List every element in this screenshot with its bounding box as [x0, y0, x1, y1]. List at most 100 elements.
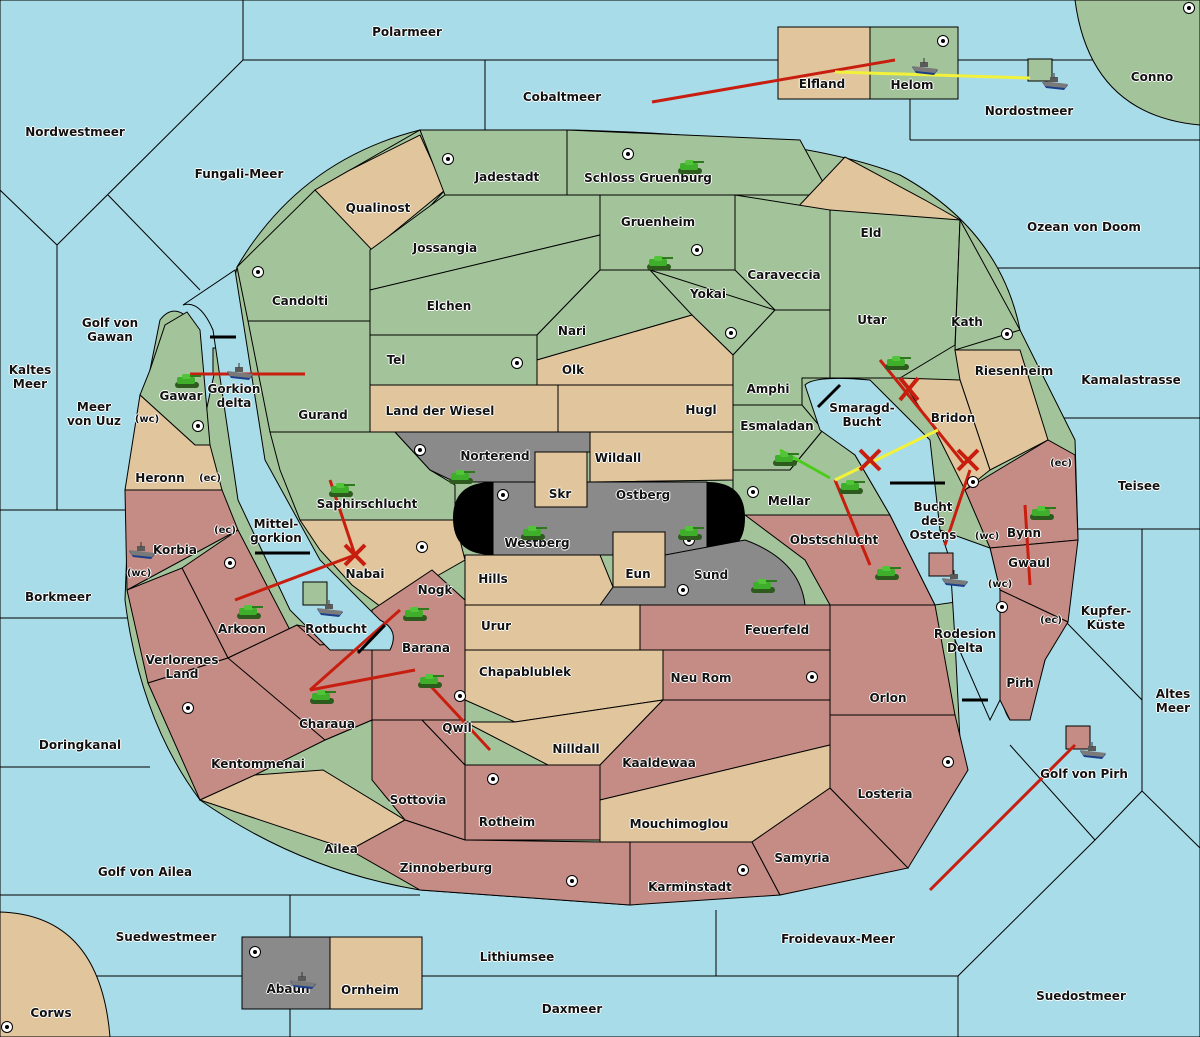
coast-label: (wc): [134, 414, 160, 425]
supply-center-icon: [677, 584, 689, 596]
land-label: Obstschlucht: [789, 533, 879, 547]
land-obstschlucht[interactable]: [743, 514, 936, 606]
order-charaua-nogk: [309, 608, 401, 692]
sea-label: Nordwestmeer: [25, 125, 125, 139]
land-ailea[interactable]: [198, 769, 406, 851]
order-utar-bridon: [878, 359, 967, 466]
land-label: Gwaul: [1008, 556, 1050, 570]
land-label: Caraveccia: [747, 268, 821, 282]
supply-center-icon: [487, 773, 499, 785]
land-label: Nabai: [345, 567, 385, 581]
land-label: Land der Wiesel: [385, 404, 495, 418]
convoy-links: [210, 335, 988, 702]
sea-border: [1066, 622, 1143, 701]
support-nordostmeer: [834, 70, 1031, 80]
land-label: Neu Rom: [670, 671, 732, 685]
land-label: Riesenheim: [974, 364, 1054, 378]
land-label: Heronn: [135, 471, 185, 485]
sea-border: [56, 59, 244, 246]
land-label: Qwil: [442, 721, 472, 735]
land-corws[interactable]: [0, 911, 111, 1037]
supply-center-icon: [967, 476, 979, 488]
sea-label: Rotbucht: [305, 622, 367, 636]
land-bucht-marker: [928, 552, 954, 577]
land-heronn[interactable]: [124, 394, 223, 491]
land-label: Ostberg: [615, 488, 671, 502]
land-utar[interactable]: [829, 209, 961, 379]
sea-label: Bucht des Ostens: [909, 500, 957, 542]
coast-label: (ec): [1050, 458, 1072, 469]
land-label: Orlon: [869, 691, 907, 705]
land-ornheim[interactable]: [329, 936, 423, 1010]
order-arkoon-nabai: [234, 553, 356, 602]
land-label: Westberg: [504, 536, 570, 550]
land-label: Utar: [857, 313, 887, 327]
sea-western-channel[interactable]: [182, 269, 394, 651]
supply-center-icon: [996, 601, 1008, 613]
land-label: Eld: [860, 226, 882, 240]
land-label: Esmaladan: [740, 419, 814, 433]
land-bynn[interactable]: [964, 439, 1079, 549]
land-label: Karminstadt: [648, 880, 732, 894]
land-label: Tel: [386, 353, 406, 367]
sea-label: Borkmeer: [25, 590, 91, 604]
sea-label: Polarmeer: [372, 25, 442, 39]
land-elfland[interactable]: [777, 26, 871, 100]
cross-smaragd: [858, 448, 882, 472]
land-label: Bynn: [1006, 526, 1042, 540]
land-label: Amphi: [746, 382, 790, 396]
sea-label: Cobaltmeer: [522, 90, 602, 104]
coast-label: (wc): [974, 531, 1000, 542]
sea-label: Fungali-Meer: [194, 167, 284, 181]
land-jadestadt[interactable]: [419, 129, 568, 196]
land-label: Conno: [1130, 70, 1174, 84]
supply-center-icon: [192, 420, 204, 432]
failed-order-markers: [343, 376, 980, 567]
land-pirh[interactable]: [989, 589, 1069, 721]
land-label: Barana: [402, 641, 450, 655]
land-label: Rotheim: [478, 815, 536, 829]
impassable-east: [707, 482, 745, 555]
land-label: Kentommenai: [211, 757, 305, 771]
supply-center-icon: [566, 875, 578, 887]
land-label: Jadestadt: [474, 170, 540, 184]
land-label: Korbia: [152, 543, 198, 557]
sea-label: Kamalastrasse: [1081, 373, 1181, 387]
land-label: Wildall: [594, 451, 642, 465]
land-label: Hills: [478, 572, 508, 586]
supply-center-icon: [497, 489, 509, 501]
supply-center-icon: [454, 690, 466, 702]
land-conno[interactable]: [1074, 0, 1200, 126]
land-label: Gurand: [298, 408, 348, 422]
land-label: Eun: [625, 567, 651, 581]
sea-label: Daxmeer: [541, 1002, 603, 1016]
land-label: Elfland: [798, 77, 846, 91]
sea-label: Gorkion delta: [207, 382, 261, 410]
supply-center-icon: [1183, 2, 1195, 14]
coast-label: (wc): [126, 568, 152, 579]
supply-center-icon: [182, 702, 194, 714]
land-label: Hugl: [685, 403, 717, 417]
sea-label: Golf von Ailea: [97, 865, 193, 879]
land-label: Norterend: [460, 449, 530, 463]
land-label: Kath: [951, 315, 983, 329]
land-wildall[interactable]: [589, 431, 734, 483]
land-hills[interactable]: [464, 554, 614, 606]
land-label: Nilldall: [552, 742, 600, 756]
land-kath[interactable]: [954, 218, 1021, 351]
sea-smaragd-bucht[interactable]: [804, 377, 971, 606]
sea-border: [1009, 744, 1200, 849]
land-qwil[interactable]: [420, 719, 466, 767]
land-rotbucht-marker: [302, 581, 328, 606]
land-label: Helom: [890, 78, 934, 92]
land-riesenheim[interactable]: [954, 349, 1049, 471]
supply-center-icon: [1001, 328, 1013, 340]
sea-label: Teisee: [1117, 479, 1161, 493]
order-golf-pirh: [928, 743, 1077, 892]
land-label: Verlorenes Land: [145, 653, 219, 681]
cross-nabai: [343, 543, 367, 567]
land-label: Olk: [561, 363, 585, 377]
order-gwaul-bynn: [1023, 504, 1032, 586]
land-label: Urur: [480, 619, 512, 633]
